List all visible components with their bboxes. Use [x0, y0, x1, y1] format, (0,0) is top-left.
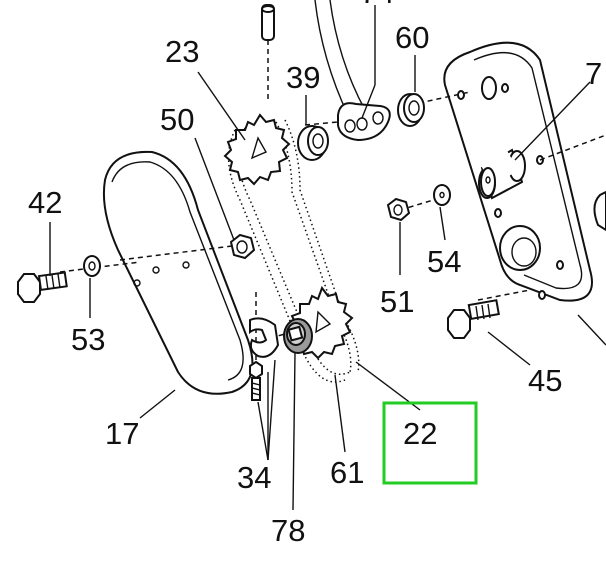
bolt-part-42[interactable] [17, 271, 68, 303]
screw-part-34[interactable] [249, 360, 263, 401]
label-78: 78 [271, 513, 305, 548]
label-7: 7 [585, 56, 602, 91]
cover-part[interactable] [102, 150, 254, 395]
upper-sprocket-part[interactable] [223, 113, 291, 186]
nut-part-50[interactable] [229, 233, 256, 260]
label-45: 45 [528, 363, 562, 398]
highlight-box [382, 401, 478, 485]
plate-stud [477, 144, 526, 200]
label-39: 39 [286, 60, 320, 95]
chain-part[interactable] [227, 119, 360, 383]
bracket-part[interactable] [314, 0, 391, 142]
tensioner-clip-part[interactable] [249, 317, 280, 358]
hub-part-78[interactable] [283, 318, 313, 354]
washer-part-54[interactable] [433, 184, 451, 206]
nut-part-51[interactable] [386, 197, 411, 222]
label-54: 54 [427, 244, 461, 279]
washer-part-53[interactable] [83, 255, 101, 277]
label-42: 42 [28, 185, 62, 220]
label-50: 50 [160, 102, 194, 137]
top-pin [261, 4, 275, 41]
bolt-part-45[interactable] [447, 299, 500, 339]
label-60: 60 [395, 20, 429, 55]
label-23: 23 [165, 34, 199, 69]
label-53: 53 [71, 322, 105, 357]
spacer-part-39[interactable] [297, 125, 329, 161]
label-51: 51 [380, 284, 414, 319]
label-22[interactable]: 22 [403, 416, 437, 451]
leader-lines [49, 5, 606, 511]
label-74: 74 [360, 0, 394, 10]
label-34: 34 [237, 460, 271, 495]
label-61: 61 [330, 455, 364, 490]
label-17: 17 [105, 416, 139, 451]
bearing-part-60[interactable] [397, 93, 425, 127]
